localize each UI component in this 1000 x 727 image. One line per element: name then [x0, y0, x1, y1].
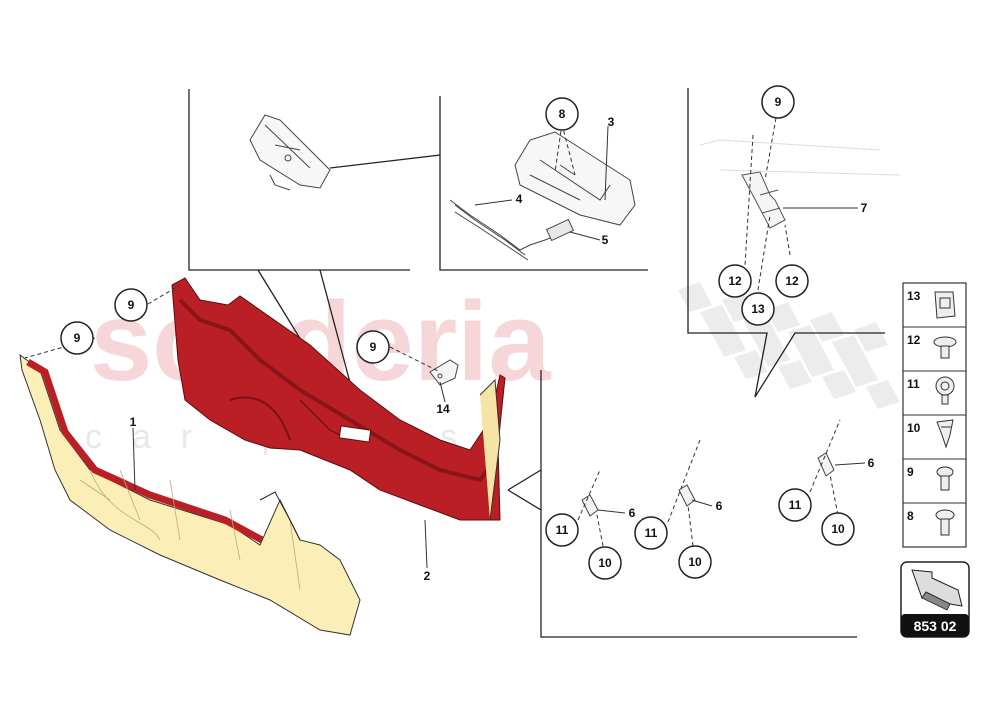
svg-text:12: 12	[728, 274, 742, 288]
part-label-6-a: 6	[629, 506, 636, 520]
svg-text:9: 9	[775, 95, 782, 109]
callout-10-b: 10	[678, 545, 712, 579]
part-label-3: 3	[608, 115, 615, 129]
callout-9-left: 9	[60, 321, 94, 355]
legend-row-12: 12	[907, 333, 957, 359]
part-label-6-c: 6	[868, 456, 875, 470]
bracket-detail-sketch	[249, 114, 331, 191]
trim-panel-lower-yellow	[19, 353, 361, 636]
clip-nut-icon	[934, 291, 956, 319]
svg-text:8: 8	[559, 107, 566, 121]
svg-text:9: 9	[907, 465, 914, 479]
handle-detail-sketch	[449, 131, 636, 261]
screw-icon	[935, 509, 955, 536]
washer-screw-icon	[935, 376, 955, 405]
callout-8-inset: 8	[545, 97, 579, 131]
trim-panel-upper-red	[171, 277, 506, 521]
legend-row-9: 9	[907, 465, 954, 491]
part-label-5: 5	[602, 233, 609, 247]
checkered-flag-watermark	[678, 282, 900, 409]
callout-13: 13	[741, 292, 775, 326]
svg-text:8: 8	[907, 509, 914, 523]
rivet-icon	[933, 336, 957, 359]
diagram-code-box: 853 02	[900, 561, 970, 638]
part-label-6-b: 6	[716, 499, 723, 513]
svg-text:12: 12	[785, 274, 799, 288]
callout-11-c: 11	[778, 488, 812, 522]
bolt-icon	[936, 466, 954, 491]
svg-text:10: 10	[598, 556, 612, 570]
part-label-4: 4	[516, 192, 523, 206]
svg-text:10: 10	[907, 421, 921, 435]
small-parts-legend: 13 12 11 10	[902, 282, 967, 548]
part-label-7: 7	[861, 201, 868, 215]
legend-row-10: 10	[907, 419, 954, 449]
dashed-leaders	[24, 117, 841, 547]
legend-row-13: 13	[907, 289, 956, 319]
clip-sketches	[581, 452, 835, 517]
svg-text:9: 9	[74, 331, 81, 345]
svg-text:13: 13	[751, 302, 765, 316]
legend-row-11: 11	[907, 376, 955, 405]
svg-text:12: 12	[907, 333, 921, 347]
callout-9-mid: 9	[356, 330, 390, 364]
callout-10-c: 10	[821, 512, 855, 546]
diagram-code: 853 02	[914, 618, 957, 634]
bracket-7-sketch	[699, 139, 901, 229]
callout-9-top: 9	[114, 288, 148, 322]
arrow-icon	[911, 569, 963, 611]
legend-row-8: 8	[907, 509, 955, 536]
svg-text:11: 11	[645, 526, 658, 540]
callout-12-a: 12	[718, 264, 752, 298]
solid-leaders	[132, 125, 866, 569]
part-label-1: 1	[130, 415, 137, 429]
part-label-14: 14	[436, 402, 450, 416]
svg-text:11: 11	[789, 498, 802, 512]
callout-11-a: 11	[545, 513, 579, 547]
part-label-2: 2	[424, 569, 431, 583]
svg-text:10: 10	[831, 522, 845, 536]
bracket-14-sketch	[429, 359, 459, 386]
svg-text:13: 13	[907, 289, 921, 303]
callout-12-b: 12	[775, 264, 809, 298]
callout-9-right: 9	[761, 85, 795, 119]
svg-text:9: 9	[370, 340, 377, 354]
callout-11-b: 11	[634, 516, 668, 550]
svg-text:11: 11	[556, 523, 569, 537]
callout-10-a: 10	[588, 546, 622, 580]
svg-text:10: 10	[688, 555, 702, 569]
svg-text:11: 11	[907, 377, 920, 391]
spring-clip-icon	[936, 419, 954, 449]
svg-text:9: 9	[128, 298, 135, 312]
